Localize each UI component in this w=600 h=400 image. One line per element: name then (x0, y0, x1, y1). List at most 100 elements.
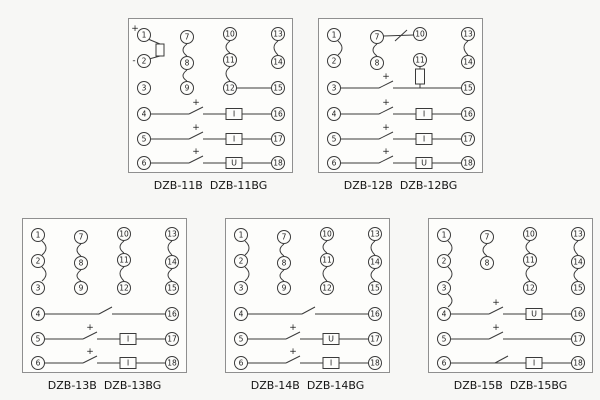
terminal-4: 4 (437, 307, 451, 321)
terminal-15: 15 (368, 281, 382, 295)
terminal-11: 11 (117, 253, 131, 267)
terminal-16: 16 (165, 307, 179, 321)
svg-text:14: 14 (463, 58, 473, 67)
plus-mark: + (382, 98, 390, 108)
terminal-4: 4 (327, 107, 341, 121)
svg-text:1: 1 (239, 231, 244, 240)
terminal-18: 18 (271, 156, 285, 170)
terminal-13: 13 (165, 227, 179, 241)
svg-text:6: 6 (332, 159, 337, 168)
svg-text:14: 14 (573, 258, 583, 267)
terminal-10: 10 (117, 227, 131, 241)
terminal-5: 5 (234, 332, 248, 346)
caption-dzb-13b: DZB-13B DZB-13BG (47, 379, 162, 392)
terminal-14: 14 (165, 255, 179, 269)
terminal-10: 10 (223, 27, 237, 41)
svg-text:8: 8 (79, 259, 84, 268)
coil-label: I (423, 135, 425, 144)
wiring-graphics (41, 240, 173, 369)
svg-text:17: 17 (273, 135, 283, 144)
svg-text:17: 17 (573, 335, 583, 344)
terminal-9: 9 (74, 281, 88, 295)
terminal-12: 12 (117, 281, 131, 295)
svg-text:14: 14 (167, 258, 177, 267)
svg-text:18: 18 (167, 359, 177, 368)
plus-mark: + (131, 24, 139, 34)
plus-mark: + (86, 347, 94, 357)
terminal-17: 17 (368, 332, 382, 346)
terminal-2: 2 (327, 54, 341, 68)
svg-text:13: 13 (370, 230, 380, 239)
svg-text:13: 13 (167, 230, 177, 239)
plus-mark: + (192, 123, 200, 133)
svg-text:2: 2 (442, 257, 447, 266)
terminal-18: 18 (571, 356, 585, 370)
svg-text:10: 10 (525, 230, 535, 239)
svg-text:18: 18 (573, 359, 583, 368)
terminal-8: 8 (480, 256, 494, 270)
terminal-4: 4 (31, 307, 45, 321)
terminal-4: 4 (137, 107, 151, 121)
terminal-14: 14 (461, 55, 475, 69)
svg-text:3: 3 (239, 284, 244, 293)
terminal-17: 17 (461, 132, 475, 146)
svg-text:14: 14 (370, 258, 380, 267)
wiring-graphics (447, 240, 579, 369)
terminal-6: 6 (327, 156, 341, 170)
svg-text:8: 8 (485, 259, 490, 268)
svg-text:9: 9 (79, 284, 84, 293)
svg-text:11: 11 (119, 256, 129, 265)
diagram-dzb-11b: + - + + + I I U 1 2 3 4 5 6 7 8 9 10 11 … (128, 18, 293, 173)
terminal-15: 15 (571, 281, 585, 295)
svg-text:7: 7 (485, 233, 490, 242)
svg-text:4: 4 (36, 310, 41, 319)
terminal-8: 8 (370, 56, 384, 70)
terminal-2: 2 (137, 54, 151, 68)
terminal-17: 17 (571, 332, 585, 346)
schematic-dzb-13b: + + I I 1 2 3 4 5 6 7 8 9 10 11 12 13 14… (31, 227, 179, 370)
svg-text:1: 1 (442, 231, 447, 240)
diagram-dzb-15b: + + U I 1 2 3 4 5 6 7 8 10 11 12 13 14 1… (428, 218, 593, 373)
svg-text:16: 16 (573, 310, 583, 319)
terminal-12: 12 (320, 281, 334, 295)
svg-text:3: 3 (142, 84, 147, 93)
terminal-6: 6 (234, 356, 248, 370)
terminal-8: 8 (277, 256, 291, 270)
svg-text:6: 6 (239, 359, 244, 368)
coil-label: U (531, 310, 537, 319)
svg-text:18: 18 (463, 159, 473, 168)
svg-text:2: 2 (142, 57, 147, 66)
wiring-graphics (147, 38, 279, 169)
svg-text:13: 13 (463, 30, 473, 39)
plus-mark: + (192, 98, 200, 108)
svg-text:14: 14 (273, 58, 283, 67)
caption-dzb-15b: DZB-15B DZB-15BG (453, 379, 568, 392)
terminal-13: 13 (368, 227, 382, 241)
svg-text:15: 15 (167, 284, 177, 293)
terminal-10: 10 (320, 227, 334, 241)
svg-text:10: 10 (322, 230, 332, 239)
svg-text:4: 4 (239, 310, 244, 319)
svg-text:15: 15 (573, 284, 583, 293)
coil-label: U (421, 159, 427, 168)
coil-label: I (127, 359, 129, 368)
wiring-graphics (337, 29, 469, 169)
svg-text:11: 11 (415, 56, 425, 65)
svg-text:2: 2 (332, 57, 337, 66)
terminal-18: 18 (461, 156, 475, 170)
terminal-12: 12 (223, 81, 237, 95)
terminal-14: 14 (271, 55, 285, 69)
schematic-dzb-14b: + + U I 1 2 3 4 5 6 7 8 9 10 11 12 13 14… (234, 227, 382, 370)
terminal-5: 5 (437, 332, 451, 346)
terminal-8: 8 (180, 56, 194, 70)
terminal-6: 6 (31, 356, 45, 370)
svg-text:2: 2 (239, 257, 244, 266)
svg-text:7: 7 (185, 33, 190, 42)
minus-mark: - (132, 56, 135, 66)
svg-text:5: 5 (332, 135, 337, 144)
svg-text:12: 12 (225, 84, 235, 93)
terminal-10: 10 (523, 227, 537, 241)
terminal-14: 14 (368, 255, 382, 269)
svg-text:8: 8 (185, 59, 190, 68)
